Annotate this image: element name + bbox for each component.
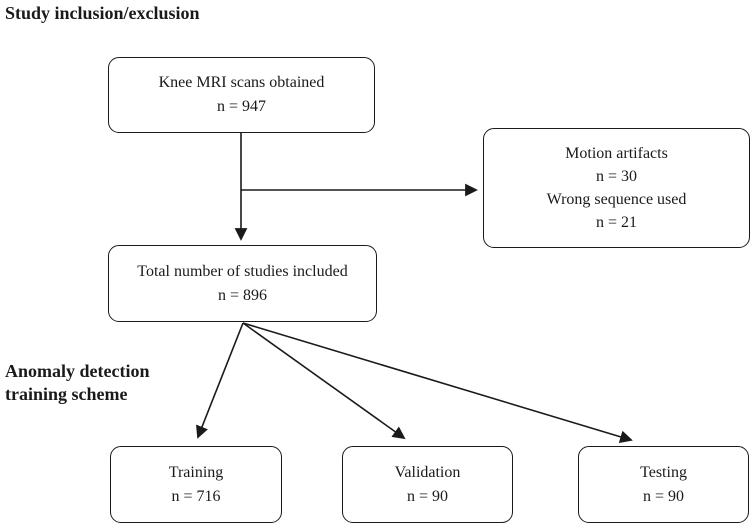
box-excluded-motion-count: n = 30 bbox=[595, 168, 638, 185]
box-validation-count: n = 90 bbox=[406, 487, 449, 505]
box-knee-mri-scans-count: n = 947 bbox=[216, 98, 267, 115]
section-title-anomaly-detection-training-scheme: Anomaly detection training scheme bbox=[5, 361, 150, 404]
box-knee-mri-scans-label: Knee MRI scans obtained bbox=[158, 74, 325, 91]
box-knee-mri-scans: Knee MRI scans obtained n = 947 bbox=[108, 57, 375, 133]
box-testing-label: Testing bbox=[640, 463, 687, 481]
arrow-included-to-training bbox=[196, 322, 244, 439]
box-training-split: Training n = 716 bbox=[110, 446, 282, 523]
box-excluded-studies: Motion artifacts n = 30 Wrong sequence u… bbox=[483, 128, 750, 248]
box-total-included-label: Total number of studies included bbox=[137, 262, 348, 280]
arrow-included-to-testing bbox=[242, 322, 633, 443]
box-validation-split: Validation n = 90 bbox=[342, 446, 513, 523]
box-training-label: Training bbox=[168, 463, 224, 481]
box-excluded-motion-label: Motion artifacts bbox=[565, 145, 668, 162]
box-validation-label: Validation bbox=[394, 463, 461, 481]
box-total-included-count: n = 896 bbox=[217, 286, 268, 304]
box-total-included: Total number of studies included n = 896 bbox=[108, 245, 377, 322]
box-testing-count: n = 90 bbox=[642, 487, 685, 505]
box-testing-split: Testing n = 90 bbox=[578, 446, 749, 523]
box-training-count: n = 716 bbox=[171, 487, 221, 505]
section-title-study-inclusion-exclusion: Study inclusion/exclusion bbox=[5, 3, 200, 23]
box-excluded-sequence-count: n = 21 bbox=[595, 214, 638, 231]
arrow-included-to-validation bbox=[242, 322, 406, 440]
box-excluded-sequence-label: Wrong sequence used bbox=[546, 191, 687, 208]
